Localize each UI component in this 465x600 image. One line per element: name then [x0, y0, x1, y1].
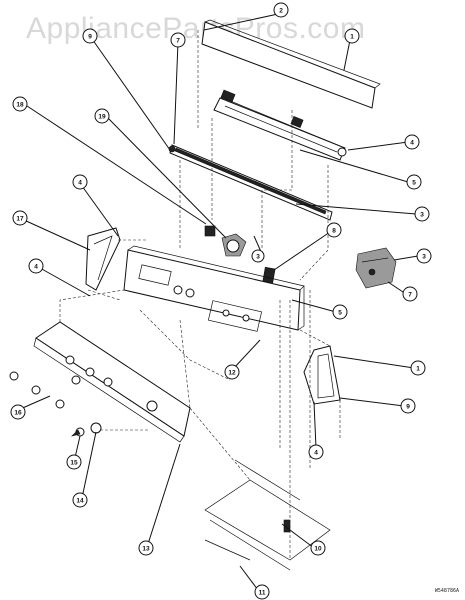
callout-label: 7: [408, 292, 412, 299]
callout-label: 16: [14, 410, 22, 417]
lamp-tube: [168, 144, 333, 221]
callout-4-b: 4: [308, 444, 324, 460]
assembly-dash-lines: [59, 30, 341, 560]
switch-part: [204, 225, 247, 257]
callout-13: 13: [138, 540, 154, 556]
callout-3-a: 3: [414, 206, 430, 222]
callout-7-top: 7: [170, 32, 186, 48]
callout-label: 4: [410, 140, 414, 147]
front-control-panel: [33, 321, 191, 443]
callout-label: 5: [338, 310, 342, 317]
callout-label: 9: [88, 34, 92, 41]
callout-2-top: 2: [273, 2, 289, 18]
callout-label: 15: [70, 460, 78, 467]
callout-1-top: 1: [344, 28, 360, 44]
callout-17: 17: [12, 210, 28, 226]
callout-label: 1: [350, 34, 354, 41]
callout-label: 3: [420, 212, 424, 219]
callout-label: 14: [76, 498, 84, 505]
callout-1: 1: [410, 360, 426, 376]
watermark-text: AppliancePartsPros.com: [26, 12, 366, 45]
light-bar-assembly: [213, 89, 347, 161]
callout-label: 9: [406, 404, 410, 411]
callout-12: 12: [224, 364, 240, 380]
callout-label: 11: [259, 590, 266, 597]
callout-3-b: 3: [416, 248, 432, 264]
cabinet-base: [204, 459, 331, 571]
left-end-cap: [85, 227, 121, 291]
small-bracket: [262, 266, 276, 284]
callout-label: 3: [256, 254, 260, 261]
callout-label: 4: [314, 450, 318, 457]
callout-label: 19: [98, 114, 106, 121]
callout-label: 4: [34, 264, 38, 271]
timer-assembly: [355, 247, 397, 289]
callout-14: 14: [72, 492, 88, 508]
callout-3-c: 3: [251, 249, 265, 263]
callout-markers: 2 1 7 9 18 19 4 5 3 8 3 7 5 1 9 4 10 11 …: [10, 2, 432, 600]
callout-10: 10: [310, 540, 326, 556]
callout-4-d: 4: [28, 258, 44, 274]
callout-7: 7: [402, 286, 418, 302]
screw-parts: [71, 422, 102, 437]
callout-19: 19: [94, 108, 110, 124]
callout-5-b: 5: [332, 304, 348, 320]
top-cover-strip: [201, 19, 381, 109]
callout-label: 10: [314, 546, 322, 553]
callout-label: 1: [416, 366, 420, 373]
callout-label: 12: [228, 370, 236, 377]
callout-8: 8: [326, 222, 342, 238]
console-panel: [123, 245, 305, 332]
callout-15: 15: [66, 454, 82, 470]
callout-label: 4: [78, 180, 82, 187]
callout-label: 17: [16, 216, 24, 223]
right-end-cap: [303, 345, 341, 405]
callout-label: 3: [422, 254, 426, 261]
callout-16: 16: [10, 404, 26, 420]
callout-label: 2: [279, 8, 283, 15]
callout-label: 18: [16, 102, 24, 109]
callout-4-a: 4: [404, 134, 420, 150]
callout-label: 5: [412, 180, 416, 187]
control-knobs: [9, 371, 81, 409]
callout-11: 11: [254, 584, 270, 600]
callout-4-c: 4: [72, 174, 88, 190]
leader-lines: [17, 13, 419, 591]
callout-9: 9: [400, 398, 416, 414]
callout-label: 8: [332, 228, 336, 235]
callout-9-top: 9: [82, 28, 98, 44]
callout-label: 13: [142, 546, 150, 553]
callout-label: 7: [176, 38, 180, 45]
callout-5-a: 5: [406, 174, 422, 190]
drawing-code: W548786A: [434, 588, 459, 594]
callout-18: 18: [12, 96, 28, 112]
